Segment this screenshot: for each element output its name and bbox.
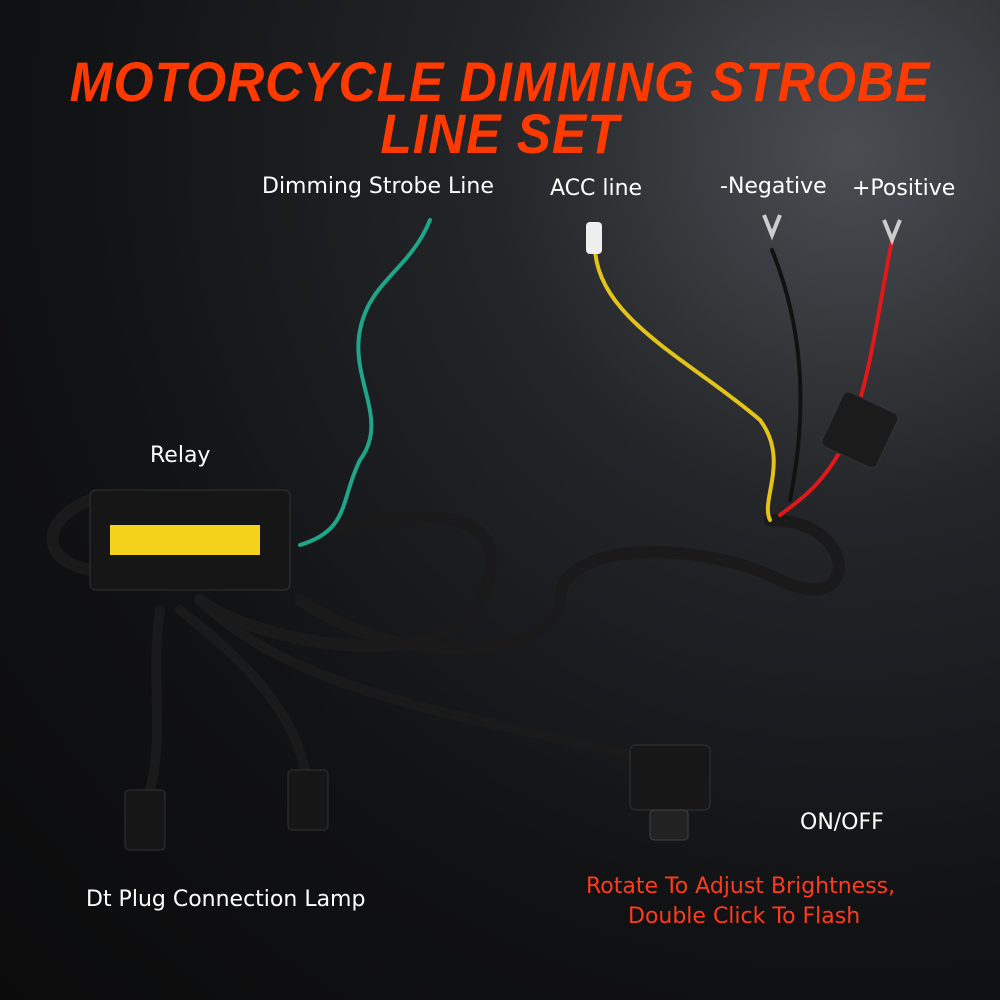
- dt-plug-2: [287, 769, 329, 831]
- fuse-holder: [821, 391, 899, 469]
- cable-to-switch: [195, 595, 655, 765]
- title-line-2: LINE SET: [380, 102, 620, 165]
- red-wire: [778, 238, 894, 517]
- relay-label: [110, 525, 260, 555]
- label-positive: +Positive: [852, 176, 956, 201]
- negative-terminal: [762, 214, 782, 241]
- note-rotate: Rotate To Adjust Brightness,: [586, 874, 896, 899]
- on-off-switch: [629, 744, 711, 811]
- label-acc-line: ACC line: [550, 176, 643, 201]
- label-negative: -Negative: [720, 174, 827, 199]
- positive-terminal: [882, 219, 902, 246]
- dt-plug-1: [124, 789, 166, 851]
- label-dimming-strobe-line: Dimming Strobe Line: [262, 174, 494, 199]
- cable-dt-1: [145, 605, 165, 795]
- switch-knob: [649, 809, 689, 841]
- green-wire: [298, 218, 432, 547]
- yellow-wire: [593, 248, 776, 522]
- label-relay: Relay: [150, 443, 211, 468]
- acc-terminal: [586, 222, 602, 254]
- black-wire: [770, 248, 803, 502]
- label-dt-plug: Dt Plug Connection Lamp: [86, 887, 366, 912]
- note-double-click: Double Click To Flash: [628, 904, 861, 929]
- cable-left: [46, 494, 96, 576]
- label-on-off: ON/OFF: [800, 810, 884, 835]
- main-cable: [194, 510, 498, 653]
- title-line-1: MOTORCYCLE DIMMING STROBE: [69, 50, 931, 113]
- main-cable-loop: [294, 514, 845, 656]
- cable-dt-2: [175, 605, 310, 775]
